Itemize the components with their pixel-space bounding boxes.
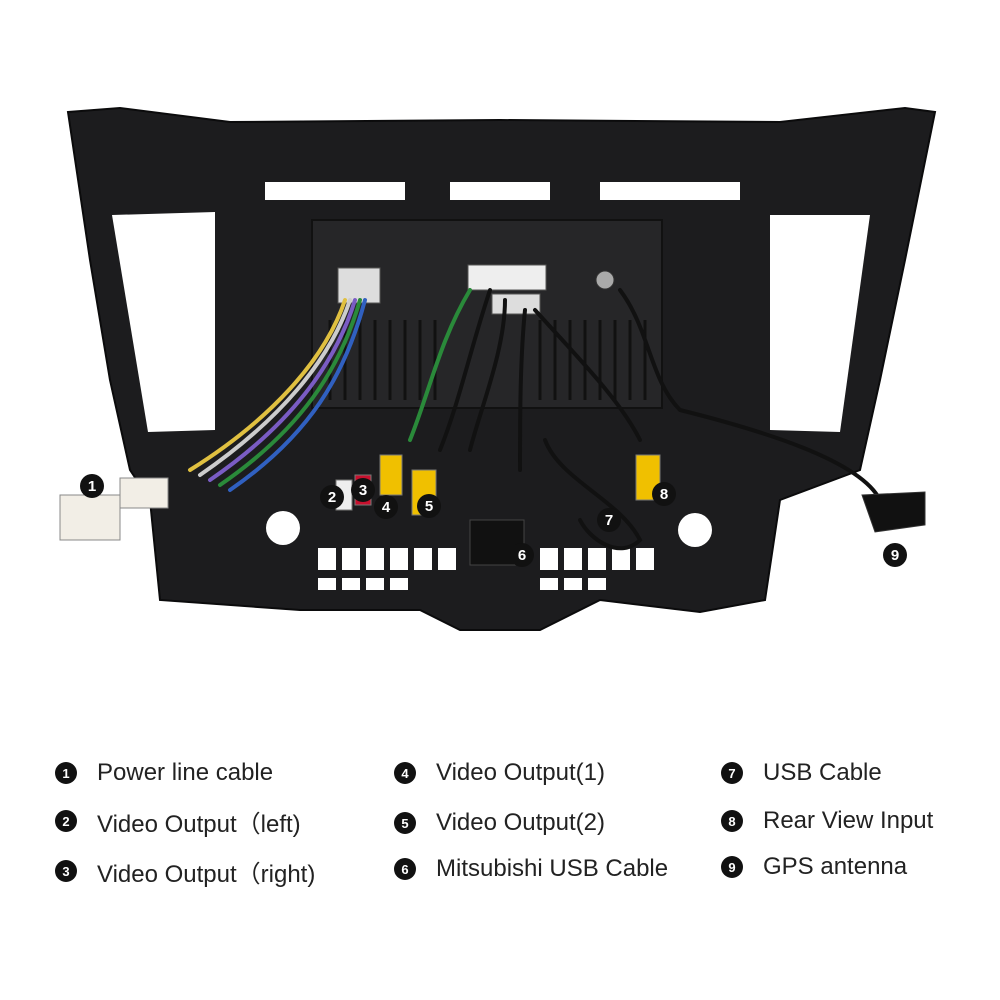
legend-number: 4 <box>394 762 416 784</box>
legend-label: Power line cable <box>97 759 274 786</box>
legend-label: USB Cable <box>763 759 882 786</box>
legend-label: Mitsubishi USB Cable <box>436 855 669 882</box>
left-cutout <box>112 212 215 432</box>
legend-number: 9 <box>721 856 743 878</box>
marker-7: 7 <box>597 508 621 532</box>
legend-label: GPS antenna <box>763 853 908 880</box>
legend-item-1: 1 Power line cable <box>55 758 273 788</box>
legend-item-6: 6 Mitsubishi USB Cable <box>394 854 668 884</box>
right-cutout <box>770 215 870 432</box>
legend-number: 6 <box>394 858 416 880</box>
legend-number: 5 <box>394 812 416 834</box>
legend-item-4: 4 Video Output(1) <box>394 758 605 788</box>
marker-2: 2 <box>320 485 344 509</box>
legend-item-7: 7 USB Cable <box>721 758 882 788</box>
legend-item-5: 5 Video Output(2) <box>394 808 605 838</box>
legend-label: Video Output（left) <box>97 810 301 838</box>
legend-number: 8 <box>721 810 743 832</box>
legend-number: 3 <box>55 860 77 882</box>
head-unit-body <box>311 219 663 409</box>
legend-label: Video Output(2) <box>436 809 605 836</box>
power-plug <box>59 494 121 541</box>
legend-number: 1 <box>55 762 77 784</box>
marker-8: 8 <box>652 482 676 506</box>
legend-item-3: 3 Video Output（right) <box>55 856 316 888</box>
legend-label: Rear View Input <box>763 807 934 834</box>
legend-number: 2 <box>55 810 77 832</box>
legend-item-9: 9 GPS antenna <box>721 852 907 882</box>
legend-item-8: 8 Rear View Input <box>721 806 933 836</box>
product-photo <box>59 106 937 631</box>
marker-3: 3 <box>351 478 375 502</box>
marker-5: 5 <box>417 494 441 518</box>
legend-label: Video Output（right) <box>97 860 316 888</box>
marker-4: 4 <box>374 495 398 519</box>
legend-label: Video Output(1) <box>436 759 605 786</box>
marker-6: 6 <box>510 543 534 567</box>
marker-1: 1 <box>80 474 104 498</box>
legend-number: 7 <box>721 762 743 784</box>
gps-antenna <box>861 491 926 533</box>
legend: 1 Power line cable 2 Video Output（left) … <box>0 740 1000 900</box>
legend-item-2: 2 Video Output（left) <box>55 806 301 838</box>
marker-9: 9 <box>883 543 907 567</box>
